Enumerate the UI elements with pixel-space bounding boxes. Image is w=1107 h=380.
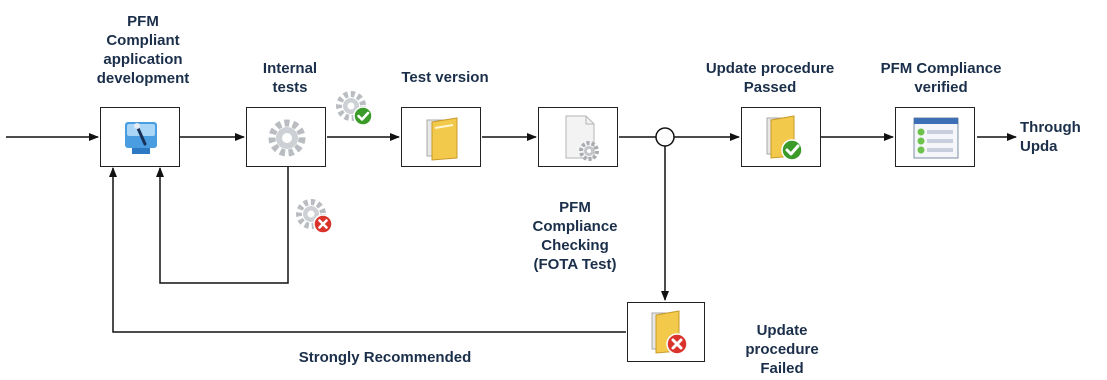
box-update-failed xyxy=(627,302,705,362)
folder-error-icon xyxy=(651,310,688,355)
gear-icon xyxy=(268,119,306,157)
box-test-version xyxy=(401,107,481,167)
label-through: Through Upda xyxy=(1020,119,1081,155)
gear-error-icon xyxy=(296,199,333,234)
document-gear-icon xyxy=(565,115,599,161)
label-compliance-checking: PFM Compliance Checking (FOTA Test) xyxy=(532,199,618,273)
box-compliance-checking xyxy=(538,107,618,167)
label-update-failed: Update procedure Failed xyxy=(745,322,819,377)
box-update-passed xyxy=(741,107,821,167)
label-internal: Internal tests xyxy=(262,60,318,96)
decision-node xyxy=(655,127,675,147)
label-test-version: Test version xyxy=(401,69,489,86)
label-dev: PFM Compliant application development xyxy=(96,13,190,87)
label-compliance-verified: PFM Compliance verified xyxy=(880,60,1002,96)
label-strongly-recommended: Strongly Recommended xyxy=(298,349,472,366)
loop-internal-failure xyxy=(156,167,289,284)
gear-check-icon xyxy=(336,91,373,126)
box-internal-tests xyxy=(246,107,326,167)
box-compliance-verified xyxy=(895,107,975,167)
folder-icon xyxy=(426,117,458,161)
label-update-passed: Update procedure Passed xyxy=(705,60,835,96)
loop-update-failure xyxy=(109,167,626,333)
checklist-window-icon xyxy=(913,117,959,159)
box-app-development xyxy=(100,107,180,167)
folder-check-icon xyxy=(766,115,803,161)
app-development-icon xyxy=(125,122,157,154)
